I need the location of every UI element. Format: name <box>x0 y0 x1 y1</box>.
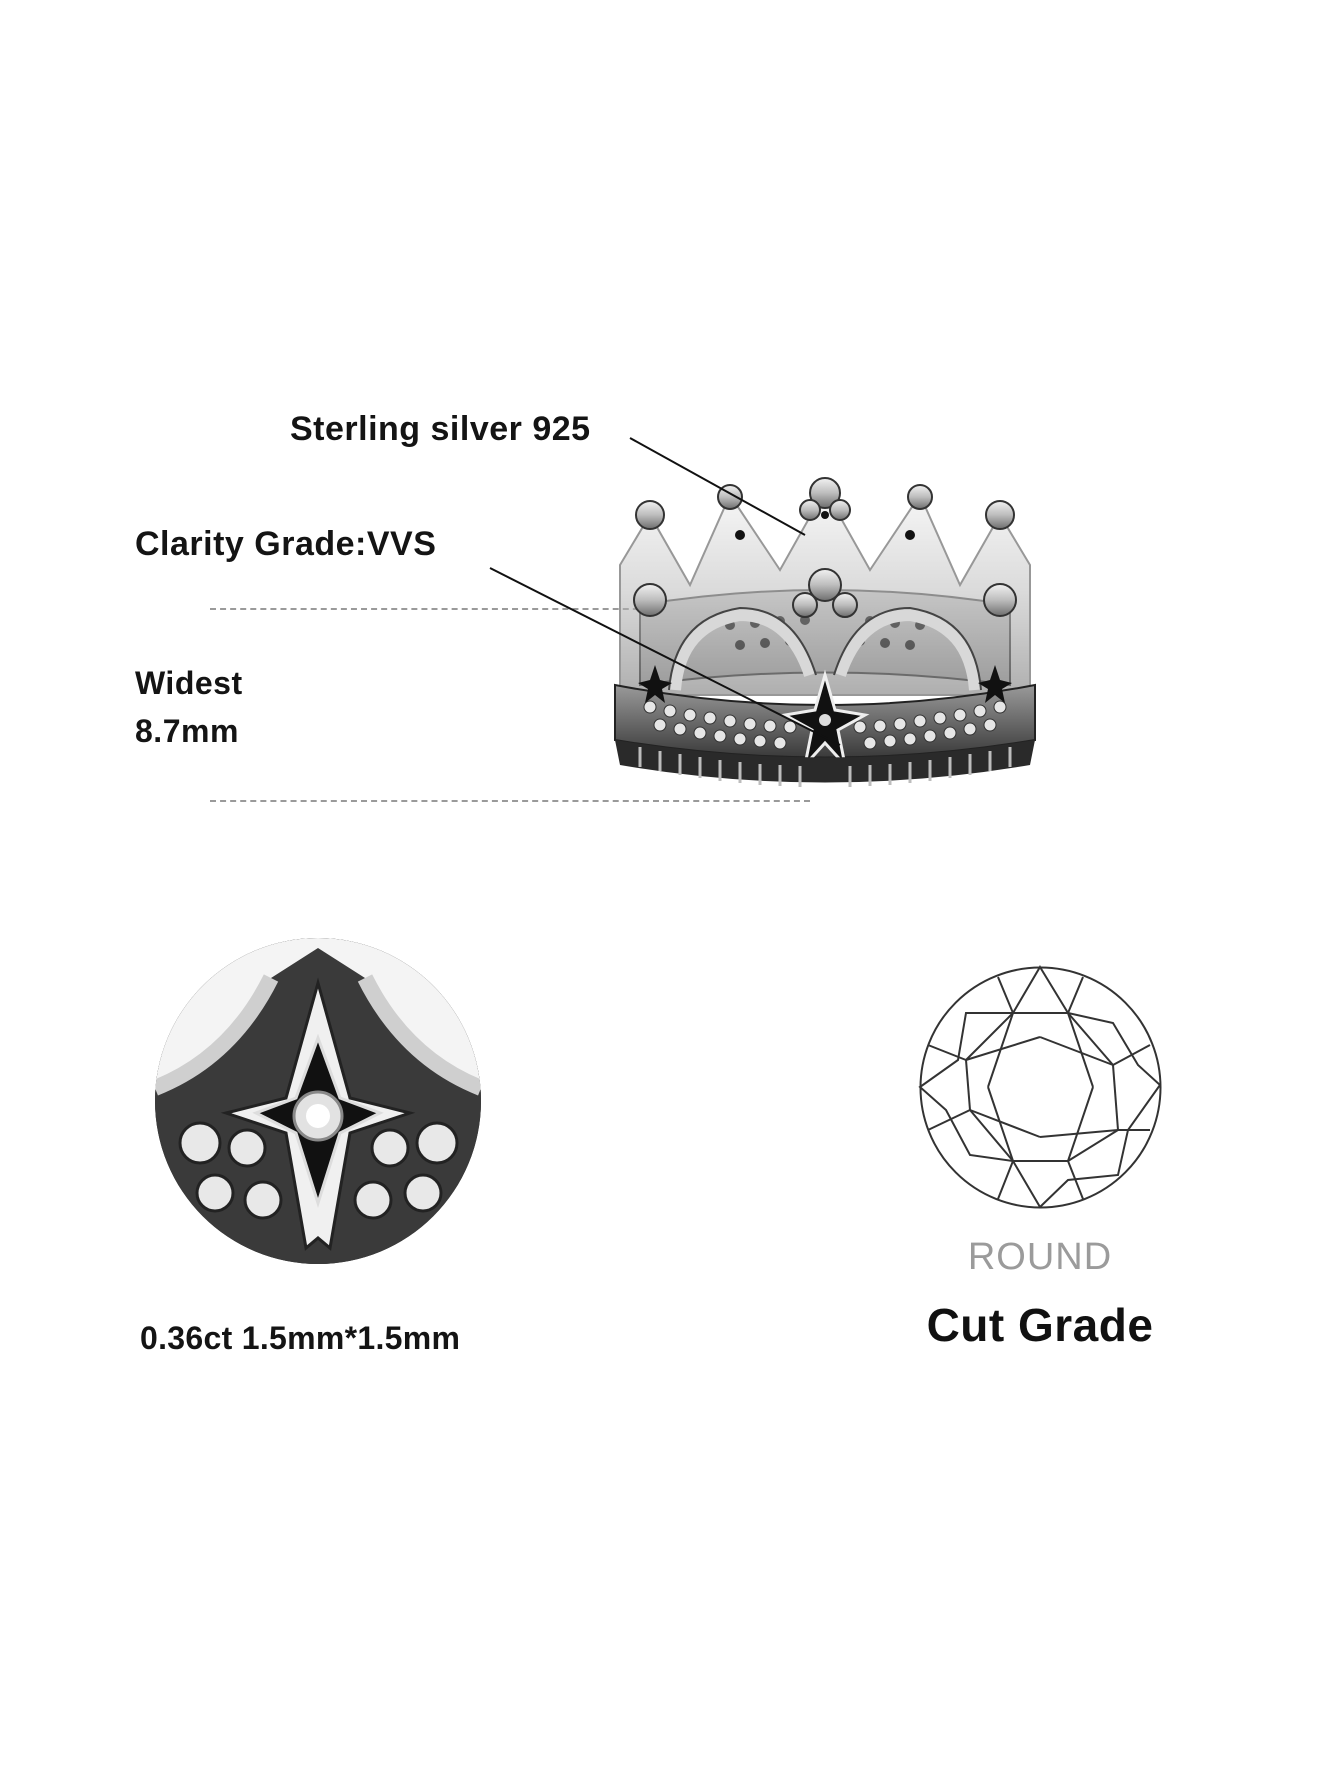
stone-spec-label: 0.36ct 1.5mm*1.5mm <box>140 1320 461 1356</box>
material-leader-line <box>629 437 806 536</box>
measure-line-top <box>210 608 810 610</box>
material-label: Sterling silver 925 <box>290 410 591 448</box>
cut-shape-label: ROUND <box>967 1236 1113 1278</box>
crown-ring-icon <box>614 477 1036 787</box>
star-closeup-icon <box>155 938 481 1264</box>
clarity-label: Clarity Grade:VVS <box>135 525 437 563</box>
clarity-leader-line <box>489 567 841 746</box>
round-cut-diagram <box>918 965 1163 1210</box>
detail-closeup <box>155 938 481 1264</box>
crown-ring-image <box>580 475 1070 805</box>
width-title: Widest <box>135 665 243 701</box>
cut-grade-title: Cut Grade <box>926 1299 1154 1351</box>
round-diamond-icon <box>918 965 1162 1209</box>
measure-line-bottom <box>210 800 810 802</box>
callout-lines <box>489 437 841 746</box>
width-value: 8.7mm <box>135 713 239 749</box>
